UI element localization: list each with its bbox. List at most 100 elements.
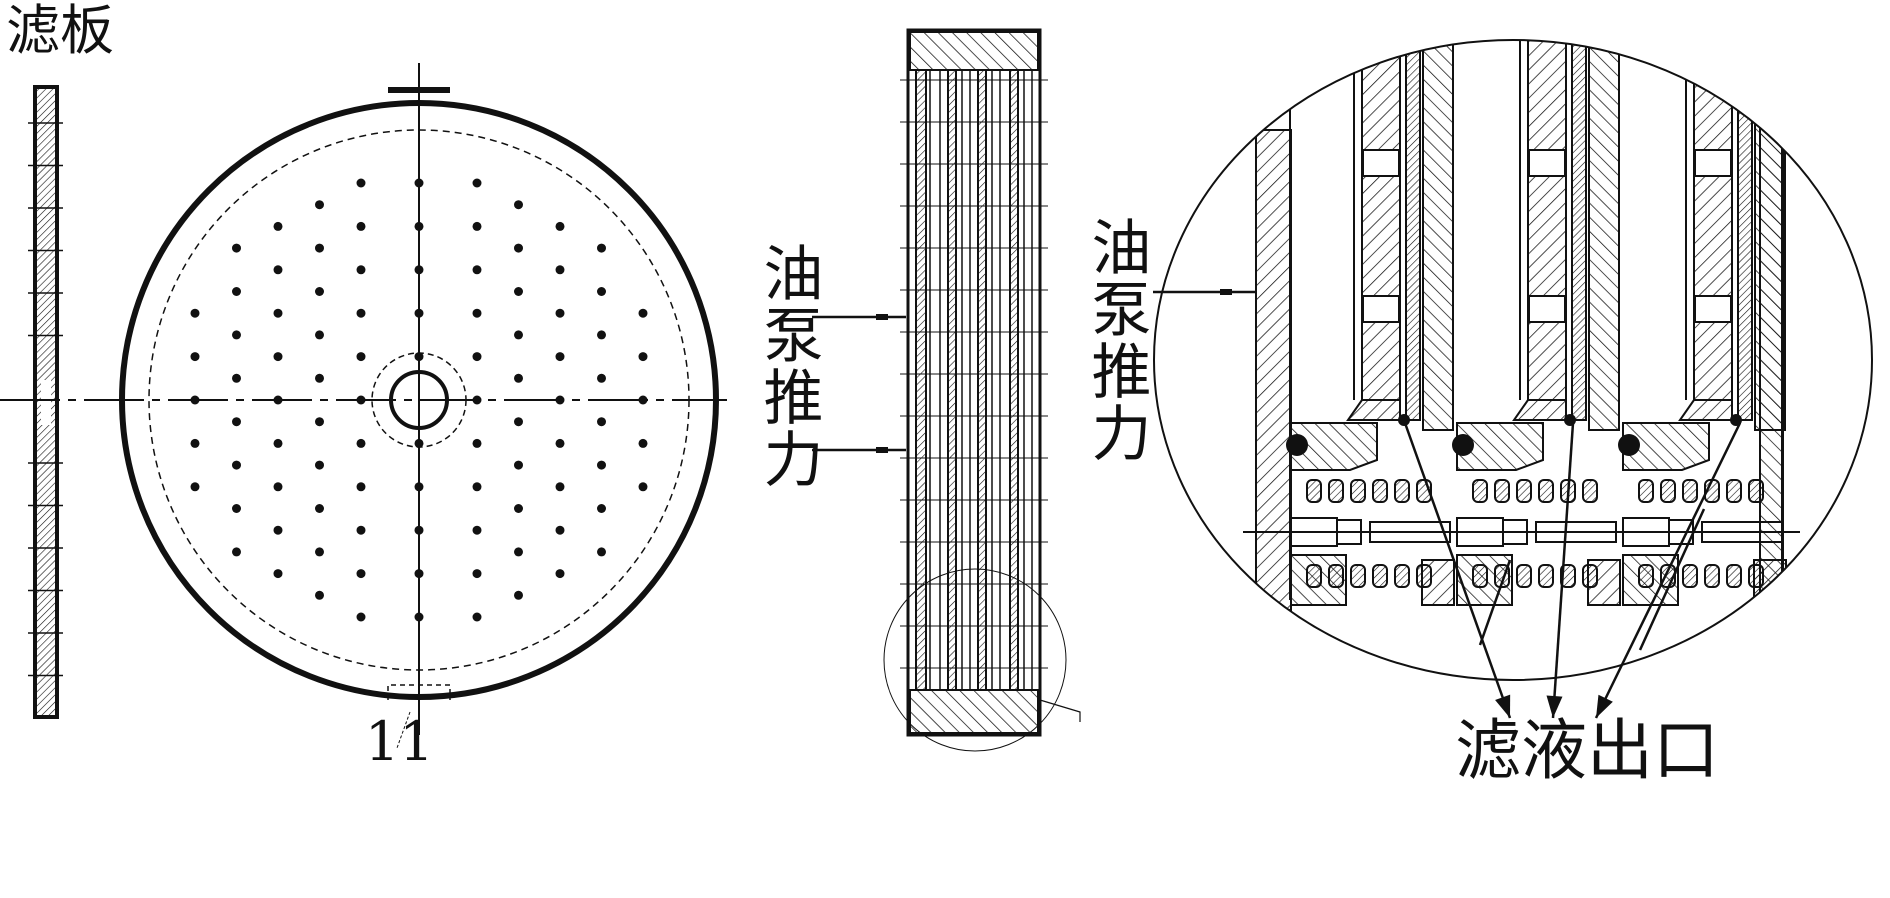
plate-slot — [1362, 295, 1400, 323]
plate-strip — [915, 69, 927, 691]
outlet-arrow-line — [1638, 508, 1706, 651]
drain-hole — [232, 547, 241, 557]
filter-plate-label: 滤板 — [6, 0, 114, 62]
plate-taper — [1346, 399, 1401, 421]
plate-slot — [1528, 149, 1566, 177]
filter-plate-front-view — [0, 63, 727, 749]
drain-hole — [356, 308, 366, 318]
drain-hole — [514, 330, 523, 340]
spring-coil — [1726, 479, 1742, 503]
drain-hole — [356, 612, 366, 622]
drain-hole — [414, 482, 424, 492]
filtrate-outlet-label: 滤液出口 — [1455, 712, 1719, 789]
spring-coil — [1638, 479, 1654, 503]
drain-hole — [597, 243, 606, 253]
plate-slot — [1362, 149, 1400, 177]
drain-hole — [232, 243, 241, 253]
arrow-marker — [876, 447, 888, 453]
filter-cloth-strip — [1571, 40, 1587, 421]
outlet-arrow-line — [1478, 559, 1512, 646]
spring-coil — [1516, 479, 1532, 503]
spring-coil — [1516, 564, 1532, 588]
lower-block — [1622, 554, 1679, 606]
drain-hole — [414, 352, 424, 362]
plate-stack-section-view — [812, 28, 1081, 752]
drain-hole — [414, 178, 424, 188]
frame-wall — [1422, 40, 1454, 431]
right-wall — [1759, 109, 1783, 611]
drain-hole — [597, 373, 606, 383]
drain-hole — [356, 569, 366, 579]
drain-hole — [555, 438, 565, 448]
filter-cloth-strip — [1737, 40, 1753, 421]
drain-hole — [472, 178, 482, 188]
outlet-arrow-line — [1403, 422, 1512, 719]
spring-coil — [1682, 479, 1698, 503]
drain-hole — [472, 525, 482, 535]
detail-enlarged-view — [1153, 39, 1873, 719]
drain-hole — [273, 308, 283, 318]
drain-hole — [190, 395, 200, 405]
o-ring — [1452, 434, 1474, 456]
drain-hole — [472, 438, 482, 448]
lower-frame-block — [1587, 559, 1621, 606]
drain-hole — [555, 395, 565, 405]
plate-center-gap — [41, 380, 51, 425]
o-ring — [1618, 434, 1640, 456]
spring-coil — [1660, 479, 1676, 503]
spring-coil — [1494, 479, 1510, 503]
drain-hole — [514, 373, 523, 383]
outlet-arrow-head — [1596, 694, 1613, 718]
spring-coil — [1538, 479, 1554, 503]
spring-coil — [1560, 564, 1576, 588]
pump-thrust-label-detail: 油泵推力 — [1081, 216, 1151, 464]
drain-hole — [315, 330, 324, 340]
drain-hole — [597, 417, 606, 427]
drain-hole — [472, 612, 482, 622]
drain-hole — [273, 352, 283, 362]
drain-hole — [273, 221, 283, 231]
drain-hole — [356, 352, 366, 362]
drain-hole — [472, 395, 482, 405]
drain-hole — [356, 482, 366, 492]
drain-hole — [232, 417, 241, 427]
drain-hole — [273, 438, 283, 448]
drain-hole — [232, 373, 241, 383]
drain-hole — [315, 243, 324, 253]
outlet-notch — [387, 684, 451, 700]
drain-hole — [514, 200, 523, 210]
drain-hole — [472, 569, 482, 579]
spring-coil — [1372, 479, 1388, 503]
drain-hole — [472, 308, 482, 318]
plate-taper — [1512, 399, 1567, 421]
drain-hole — [638, 438, 648, 448]
drain-hole — [273, 525, 283, 535]
stack-frame — [906, 28, 1042, 737]
drain-hole — [414, 569, 424, 579]
drain-hole — [315, 590, 324, 600]
frame-wall — [1588, 40, 1620, 431]
drain-hole — [356, 221, 366, 231]
drain-hole — [273, 395, 283, 405]
drain-hole — [555, 265, 565, 275]
drain-hole — [414, 612, 424, 622]
seal-point — [1564, 414, 1576, 426]
seal-block — [1456, 422, 1544, 471]
drain-hole — [273, 482, 283, 492]
lower-frame-block — [1421, 559, 1455, 606]
plate-strip — [947, 69, 957, 691]
seal-block — [1290, 422, 1378, 471]
drain-hole — [472, 265, 482, 275]
drain-hole — [514, 243, 523, 253]
drain-hole — [315, 417, 324, 427]
drain-hole — [232, 460, 241, 470]
drain-hole — [555, 221, 565, 231]
drain-hole — [356, 265, 366, 275]
drain-hole — [273, 569, 283, 579]
drain-hole — [638, 308, 648, 318]
drain-hole — [597, 504, 606, 513]
plate-taper — [1678, 399, 1733, 421]
spring-coil — [1394, 479, 1410, 503]
